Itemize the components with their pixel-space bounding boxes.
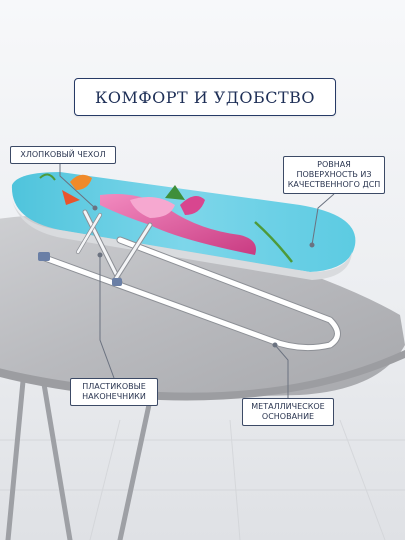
board-legs [5,357,153,540]
label-line: ПЛАСТИКОВЫЕ [82,382,146,391]
label-line: МЕТАЛЛИЧЕСКОЕ [251,402,325,411]
label-line: НАКОНЕЧНИКИ [82,392,146,401]
label-line: ХЛОПКОВЫЙ ЧЕХОЛ [20,150,106,159]
plastic-tip-left [38,252,50,261]
label-line: ПОВЕРХНОСТЬ ИЗ [296,170,372,179]
label-line: КАЧЕСТВЕННОГО ДСП [287,180,381,189]
label-metal-base: МЕТАЛЛИЧЕСКОЕ ОСНОВАНИЕ [242,398,334,426]
callout-lines [59,164,335,398]
label-line: ОСНОВАНИЕ [261,412,315,421]
label-cotton-cover: ХЛОПКОВЫЙ ЧЕХОЛ [10,146,116,164]
label-line: РОВНАЯ [317,160,351,169]
headline-banner: КОМФОРТ И УДОБСТВО [74,78,336,116]
label-plastic-tips: ПЛАСТИКОВЫЕ НАКОНЕЧНИКИ [70,378,158,406]
label-chipboard-surface: РОВНАЯ ПОВЕРХНОСТЬ ИЗ КАЧЕСТВЕННОГО ДСП [283,156,385,194]
floor-tiles [0,419,405,540]
sleeve-board-frame [41,209,341,352]
page-title: КОМФОРТ И УДОБСТВО [94,87,316,107]
floral-print [39,173,293,263]
plastic-tip-right [112,278,122,286]
